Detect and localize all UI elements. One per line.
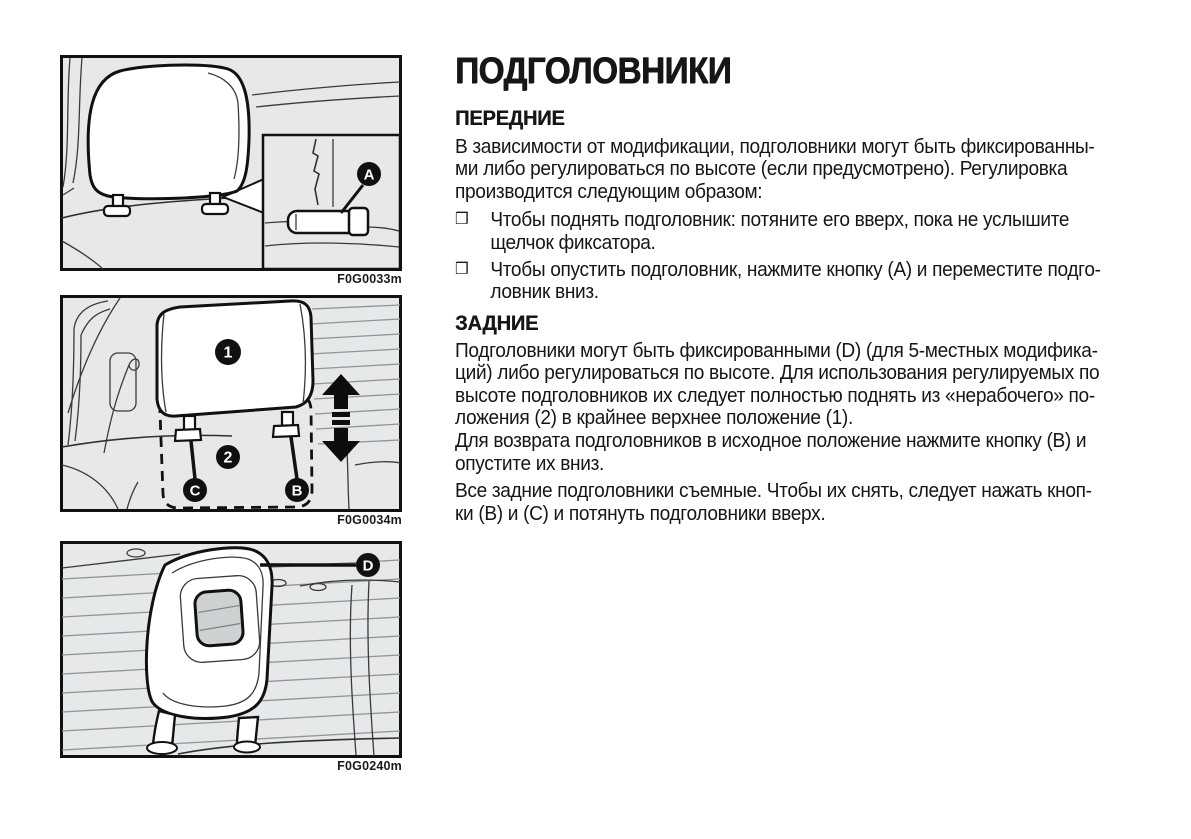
callout-c-badge (183, 478, 207, 502)
figure-code: F0G0033m (337, 272, 402, 286)
callouts: 1 2 C B (183, 339, 309, 502)
callout-b-leader (289, 436, 299, 480)
list-item-text: Чтобы поднять подголовник: потяните его … (490, 209, 1070, 254)
callout-2-badge (216, 445, 240, 469)
rear-paragraph: Все задние подголовники съемные. Чтобы и… (455, 480, 1092, 525)
car-interior-lines (61, 548, 401, 757)
headrest-rear-fixed (144, 546, 274, 755)
headrest-post-right (200, 202, 230, 216)
callout-d-badge (356, 553, 380, 577)
car-interior-lines (61, 57, 401, 270)
headrest-opening (193, 588, 245, 648)
figure-code: F0G0034m (337, 513, 402, 527)
list-item-text: Чтобы опустить подголовник, нажмите кноп… (490, 259, 1101, 304)
headrest-front (86, 63, 251, 218)
square-bullet-icon: ❒ (455, 261, 469, 279)
figure-rear-adjustable-headrest: 1 2 C B F0G0034m (60, 295, 402, 527)
door-handle-bezel (109, 352, 137, 412)
callout-a-leader (339, 184, 365, 214)
fixed-headrest-illustration: D (60, 541, 402, 758)
figure-front-headrest: A F0G0033m (60, 55, 402, 286)
callout-1-label: 1 (224, 345, 233, 362)
rear-window-slats (309, 304, 401, 445)
front-instructions-list: ❒ Чтобы поднять подголовник: потяните ег… (455, 209, 1129, 304)
headrest-post-left (182, 414, 197, 432)
rear-paragraph: Подголовники могут быть фиксированными (… (455, 339, 1100, 430)
rear-headrest-illustration: 1 2 C B (60, 295, 402, 512)
front-headrest-illustration: A (60, 55, 402, 271)
callout-c-label: C (190, 483, 201, 500)
seatbelt-line (312, 138, 320, 206)
button-inset: A (261, 133, 402, 271)
headrest-post-left (102, 204, 132, 218)
seat-top-line (61, 197, 231, 219)
page-title: ПОДГОЛОВНИКИ (455, 50, 732, 91)
figure-rear-fixed-headrest: D F0G0240m (60, 541, 402, 773)
seat-top-line (177, 737, 401, 755)
callout-a-badge (357, 162, 381, 186)
square-bullet-icon: ❒ (455, 211, 469, 229)
headrest-post-right (280, 410, 295, 428)
up-down-arrow-icon (322, 374, 360, 462)
figure-code: F0G0240m (337, 759, 402, 773)
section-heading-rear: ЗАДНИЕ (455, 311, 539, 335)
list-item: ❒ Чтобы опустить подголовник, нажмите кн… (455, 259, 1129, 304)
section-heading-front: ПЕРЕДНИЕ (455, 107, 565, 130)
car-interior-lines (61, 297, 401, 510)
rear-paragraph: Для возврата подголовников в исходное по… (455, 430, 1087, 475)
front-intro-paragraph: В зависимости от модификации, подголовни… (455, 136, 1095, 203)
list-item: ❒ Чтобы поднять подголовник: потяните ег… (455, 209, 1129, 254)
callout-d-label: D (363, 558, 374, 575)
callout-1-badge (215, 339, 241, 365)
callout-2-label: 2 (224, 450, 233, 467)
callout-c-leader (189, 440, 197, 480)
article-column: ПОДГОЛОВНИКИ ПЕРЕДНИЕ В зависимости от м… (455, 50, 1129, 525)
callout-b-label: B (292, 483, 303, 500)
callout-a-label: A (364, 167, 375, 184)
seat-top-line (61, 434, 233, 448)
callout-b-badge (285, 478, 309, 502)
